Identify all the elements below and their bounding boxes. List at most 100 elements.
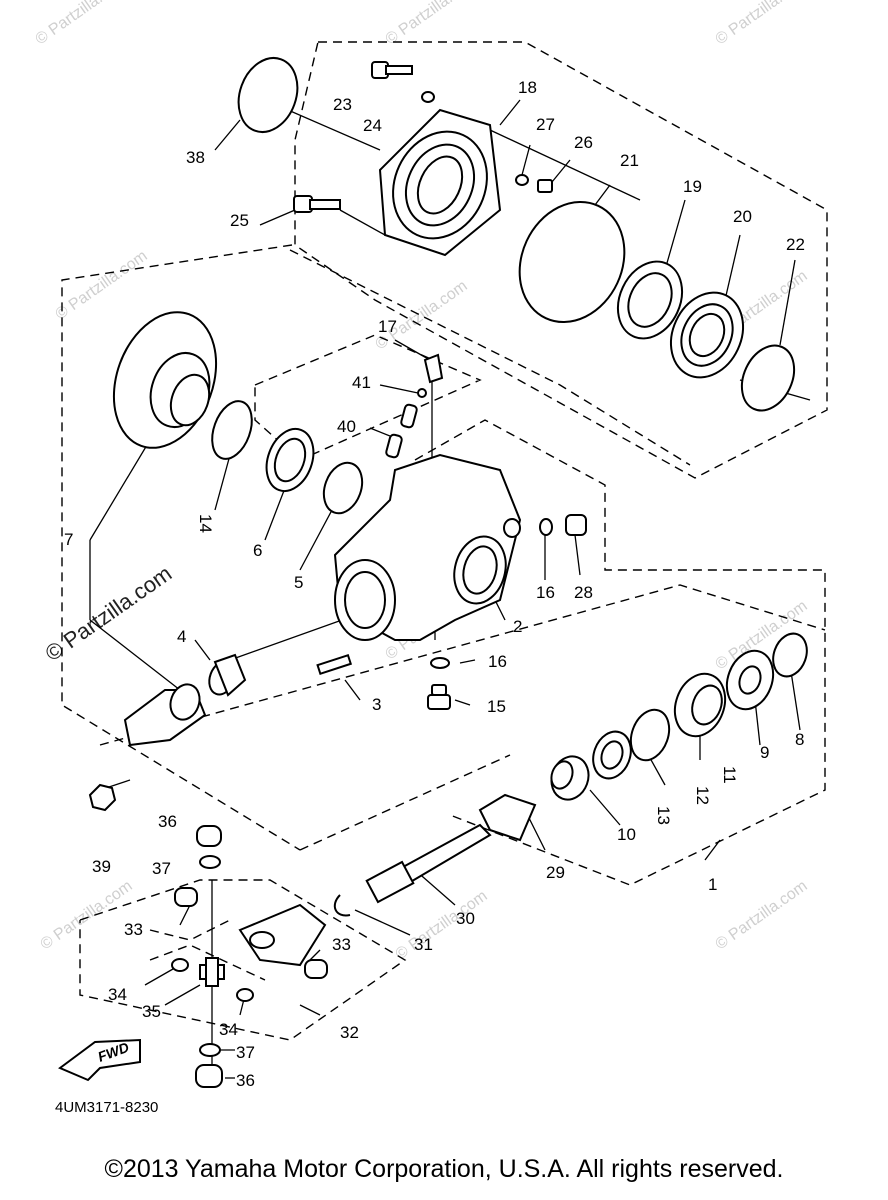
plug-28 xyxy=(565,514,587,536)
callout-26: 26 xyxy=(574,133,593,152)
callout-35: 35 xyxy=(142,1002,161,1021)
watermark: © Partzilla.com xyxy=(393,888,491,964)
bearing-20 xyxy=(670,291,744,379)
callout-31: 31 xyxy=(414,935,433,954)
yoke xyxy=(238,903,327,967)
watermark: © Partzilla.com xyxy=(713,0,811,48)
bolt-25 xyxy=(293,195,341,213)
bearing-36b xyxy=(195,1064,223,1088)
shim-14 xyxy=(211,400,253,460)
callout-40: 40 xyxy=(337,417,356,436)
pin-40b xyxy=(385,433,403,459)
o-ring-38 xyxy=(237,57,299,133)
callout-13: 13 xyxy=(654,806,673,825)
collar-10 xyxy=(550,755,590,801)
bearing-33a xyxy=(174,887,198,907)
bearing-9 xyxy=(725,649,775,711)
callout-22: 22 xyxy=(786,235,805,254)
callout-34a: 34 xyxy=(108,985,127,1004)
watermark: © Partzilla.com xyxy=(53,248,151,324)
pin-40a xyxy=(400,403,418,429)
bearing-29 xyxy=(478,793,537,842)
parts: FWD xyxy=(58,57,808,1088)
copyright-notice: ©2013 Yamaha Motor Corporation, U.S.A. A… xyxy=(104,1155,784,1183)
stud-3 xyxy=(316,653,353,675)
spider-35 xyxy=(199,957,225,987)
gear-11 xyxy=(673,672,727,738)
callout-11: 11 xyxy=(720,766,739,784)
callout-1: 1 xyxy=(708,875,717,894)
washer-16b xyxy=(430,657,450,669)
bolt-26 xyxy=(537,179,553,193)
circlip-37a xyxy=(199,855,221,869)
callout-21: 21 xyxy=(620,151,639,170)
callout-25: 25 xyxy=(230,211,249,230)
callout-36b: 36 xyxy=(236,1071,255,1090)
callout-33b: 33 xyxy=(332,935,351,954)
washer-24 xyxy=(421,91,435,103)
callout-16a: 16 xyxy=(536,583,555,602)
callout-23: 23 xyxy=(333,95,352,114)
callout-24: 24 xyxy=(363,116,382,135)
callout-27: 27 xyxy=(536,115,555,134)
shim-5 xyxy=(322,461,364,515)
callout-33a: 33 xyxy=(124,920,143,939)
washer-27 xyxy=(515,174,529,186)
seal-19 xyxy=(616,260,684,340)
callout-2: 2 xyxy=(513,617,522,636)
watermark: © Partzilla.com xyxy=(33,0,131,48)
nut-39 xyxy=(88,783,117,812)
callout-32: 32 xyxy=(340,1023,359,1042)
housing-2 xyxy=(333,453,522,641)
circlip-34b xyxy=(236,988,254,1002)
callout-28: 28 xyxy=(574,583,593,602)
callout-16b: 16 xyxy=(488,652,507,671)
callout-29: 29 xyxy=(546,863,565,882)
bolt-23 xyxy=(371,61,413,79)
callout-14: 14 xyxy=(196,514,215,533)
callout-37a: 37 xyxy=(152,859,171,878)
exploded-parts-diagram: © Partzilla.com © Partzilla.com © Partzi… xyxy=(33,0,828,1116)
callout-12: 12 xyxy=(693,786,712,805)
callout-36a: 36 xyxy=(158,812,177,831)
watermark: © Partzilla.com xyxy=(713,878,811,954)
circlip-31 xyxy=(333,894,351,917)
part-callouts: 1 2 3 4 5 6 7 8 9 10 11 12 13 14 15 16 1… xyxy=(64,78,805,1090)
circlip-34a xyxy=(171,958,189,972)
watermark: © Partzilla.com xyxy=(373,278,471,354)
o-ring-12 xyxy=(629,708,671,762)
callout-34b: 34 xyxy=(219,1020,238,1039)
circlip-37b xyxy=(199,1043,221,1057)
cover-18 xyxy=(378,108,502,257)
callout-30: 30 xyxy=(456,909,475,928)
watermark: © Partzilla.com xyxy=(38,878,136,954)
watermark-prominent: © Partzilla.com xyxy=(41,561,177,667)
o-ring-8 xyxy=(772,632,808,678)
callout-9: 9 xyxy=(760,743,769,762)
fwd-arrow: FWD xyxy=(58,1039,141,1082)
assembly-outlines xyxy=(61,41,828,1041)
callout-37b: 37 xyxy=(236,1043,255,1062)
plug-15 xyxy=(427,684,451,710)
shaft-30 xyxy=(365,823,492,904)
clip-41 xyxy=(417,388,427,398)
callout-7: 7 xyxy=(64,530,73,549)
shim-22 xyxy=(740,344,796,412)
callout-18: 18 xyxy=(518,78,537,97)
callout-20: 20 xyxy=(733,207,752,226)
bearing-36a xyxy=(196,825,222,847)
bearing-6 xyxy=(265,428,315,492)
o-ring-21 xyxy=(518,200,626,324)
callout-39: 39 xyxy=(92,857,111,876)
ring-gear xyxy=(112,311,218,449)
bearing-33b xyxy=(304,959,328,979)
callout-41: 41 xyxy=(352,373,371,392)
diagram-code: 4UM3171-8230 xyxy=(55,1099,158,1116)
seal-13 xyxy=(592,730,632,780)
callout-17: 17 xyxy=(378,317,397,336)
callout-6: 6 xyxy=(253,541,262,560)
callout-15: 15 xyxy=(487,697,506,716)
callout-38: 38 xyxy=(186,148,205,167)
watermark: © Partzilla.com xyxy=(383,0,481,48)
callout-8: 8 xyxy=(795,730,804,749)
